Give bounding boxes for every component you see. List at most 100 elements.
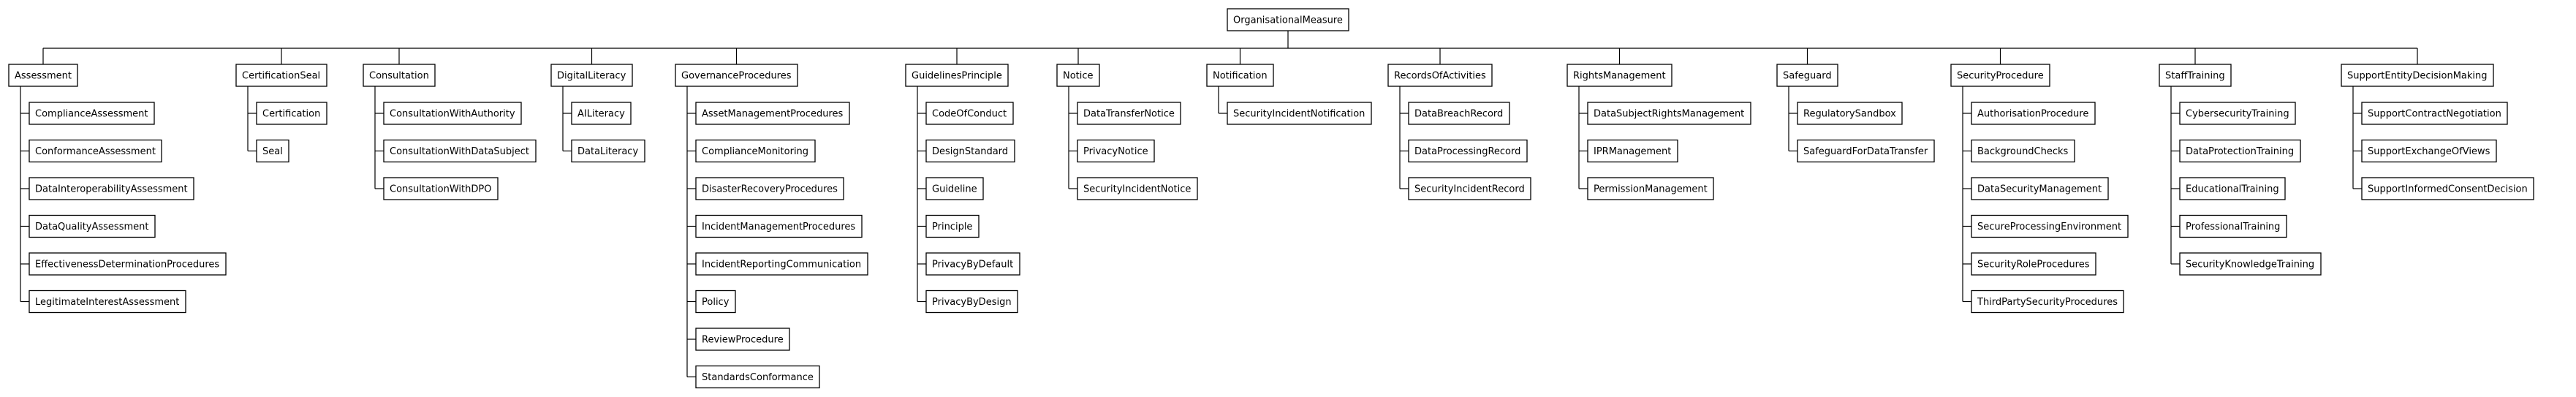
node-box <box>571 102 632 125</box>
node-label: DataSubjectRightsManagement <box>1594 109 1744 120</box>
node-label: EffectivenessDeterminationProcedures <box>35 260 219 271</box>
node-box <box>1077 102 1181 125</box>
node-label: PrivacyByDefault <box>932 260 1013 271</box>
leaf-node-guideline: Guideline <box>925 177 984 200</box>
node-label: StandardsConformance <box>702 372 814 383</box>
leaf-node-asset-management-procedures: AssetManagementProcedures <box>695 102 850 125</box>
node-label: SecurityKnowledgeTraining <box>2186 260 2314 271</box>
node-box <box>1797 102 1903 125</box>
branch-node-assessment: Assessment <box>8 64 78 87</box>
node-box <box>550 64 633 87</box>
node-label: Notice <box>1063 71 1094 82</box>
node-box <box>1227 8 1349 31</box>
node-label: Notification <box>1213 71 1268 82</box>
leaf-node-consultation-with-data-subject: ConsultationWithDataSubject <box>383 139 537 163</box>
node-label: LegitimateInterestAssessment <box>35 297 179 308</box>
node-label: Consultation <box>369 71 429 82</box>
branch-node-support-entity-decision-making: SupportEntityDecisionMaking <box>2341 64 2494 87</box>
node-box <box>2179 177 2286 200</box>
node-label: AuthorisationProcedure <box>1977 109 2088 120</box>
node-label: DataTransferNotice <box>1083 109 1175 120</box>
node-box <box>1587 139 1678 163</box>
node-box <box>695 252 868 276</box>
node-box <box>1950 64 2050 87</box>
leaf-node-ipr-management: IPRManagement <box>1587 139 1678 163</box>
node-label: GovernanceProcedures <box>681 71 792 82</box>
root-node-organisational-measure: OrganisationalMeasure <box>1227 8 1349 31</box>
node-label: GuidelinesPrinciple <box>912 71 1002 82</box>
leaf-node-regulatory-sandbox: RegulatorySandbox <box>1797 102 1903 125</box>
branch-node-guidelines-principle: GuidelinesPrinciple <box>905 64 1009 87</box>
leaf-node-data-security-management: DataSecurityManagement <box>1971 177 2109 200</box>
node-label: ProfessionalTraining <box>2186 222 2280 232</box>
node-label: DataBreachRecord <box>1414 109 1503 120</box>
node-label: SecurityIncidentNotice <box>1083 184 1191 195</box>
node-label: BackgroundChecks <box>1977 146 2069 157</box>
node-label: SafeguardForDataTransfer <box>1803 146 1928 157</box>
leaf-node-compliance-monitoring: ComplianceMonitoring <box>695 139 816 163</box>
node-box <box>925 214 980 238</box>
leaf-node-seal: Seal <box>256 139 289 163</box>
leaf-node-security-incident-notification: SecurityIncidentNotification <box>1227 102 1372 125</box>
leaf-node-security-knowledge-training: SecurityKnowledgeTraining <box>2179 252 2322 276</box>
node-box <box>1567 64 1672 87</box>
node-label: OrganisationalMeasure <box>1233 15 1343 26</box>
node-label: ReviewProcedure <box>702 335 784 346</box>
tree-edges <box>20 31 2418 378</box>
node-label: Seal <box>262 146 283 157</box>
node-box <box>1077 177 1198 200</box>
branch-node-notification: Notification <box>1206 64 1274 87</box>
leaf-node-conformance-assessment: ConformanceAssessment <box>29 139 162 163</box>
leaf-node-consultation-with-authority: ConsultationWithAuthority <box>383 102 522 125</box>
leaf-node-third-party-security-procedures: ThirdPartySecurityProcedures <box>1971 290 2124 314</box>
leaf-node-incident-management-procedures: IncidentManagementProcedures <box>695 214 863 238</box>
node-box <box>1056 64 1100 87</box>
node-label: DataProcessingRecord <box>1414 146 1520 157</box>
node-box <box>29 252 227 276</box>
node-label: ComplianceAssessment <box>35 109 148 120</box>
node-box <box>2159 64 2232 87</box>
node-box <box>1971 177 2109 200</box>
node-label: SecurityIncidentNotification <box>1233 109 1365 120</box>
node-box <box>1587 102 1751 125</box>
node-label: Certification <box>262 109 320 120</box>
leaf-node-design-standard: DesignStandard <box>925 139 1015 163</box>
node-label: DisasterRecoveryProcedures <box>702 184 838 195</box>
node-box <box>1971 252 2096 276</box>
node-label: CertificationSeal <box>242 71 320 82</box>
leaf-node-standards-conformance: StandardsConformance <box>695 365 820 389</box>
node-box <box>8 64 78 87</box>
leaf-node-review-procedure: ReviewProcedure <box>695 328 790 351</box>
node-label: RecordsOfActivities <box>1394 71 1486 82</box>
node-box <box>2179 214 2287 238</box>
node-label: SecurityRoleProcedures <box>1977 260 2090 271</box>
node-box <box>695 177 844 200</box>
node-label: RegulatorySandbox <box>1803 109 1896 120</box>
leaf-node-consultation-with-dpo: ConsultationWithDPO <box>383 177 499 200</box>
leaf-node-incident-reporting-communication: IncidentReportingCommunication <box>695 252 868 276</box>
node-label: Safeguard <box>1783 71 1832 82</box>
node-box <box>2179 102 2296 125</box>
node-box <box>2179 252 2322 276</box>
node-box <box>1587 177 1714 200</box>
leaf-node-data-processing-record: DataProcessingRecord <box>1408 139 1528 163</box>
node-label: DataInteroperabilityAssessment <box>35 184 188 195</box>
node-box <box>29 177 194 200</box>
node-label: PrivacyByDesign <box>932 297 1012 308</box>
node-label: PermissionManagement <box>1594 184 1708 195</box>
node-box <box>925 252 1020 276</box>
leaf-node-legitimate-interest-assessment: LegitimateInterestAssessment <box>29 290 186 314</box>
node-box <box>1776 64 1838 87</box>
node-box <box>1971 290 2124 314</box>
node-box <box>2361 177 2534 200</box>
node-label: DataSecurityManagement <box>1977 184 2102 195</box>
branch-node-governance-procedures: GovernanceProcedures <box>675 64 798 87</box>
leaf-node-data-transfer-notice: DataTransferNotice <box>1077 102 1181 125</box>
node-box <box>1408 177 1531 200</box>
leaf-node-security-role-procedures: SecurityRoleProcedures <box>1971 252 2096 276</box>
node-label: DataProtectionTraining <box>2186 146 2294 157</box>
node-box <box>695 102 850 125</box>
leaf-node-certification: Certification <box>256 102 327 125</box>
leaf-node-authorisation-procedure: AuthorisationProcedure <box>1971 102 2096 125</box>
node-box <box>1797 139 1935 163</box>
